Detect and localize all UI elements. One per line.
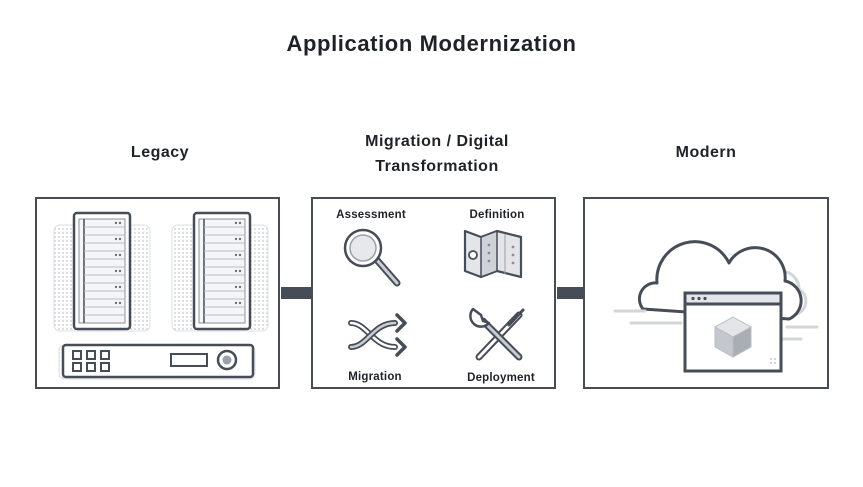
migration-steps-illustration	[343, 228, 525, 361]
migration-panel: Assessment Definition Migration Deployme…	[311, 197, 556, 389]
shuffle-arrows-icon	[348, 313, 407, 357]
migration-label: Migration / Digital Transformation	[320, 129, 554, 179]
step-migration-label: Migration	[348, 371, 402, 383]
app-window-icon	[683, 291, 783, 373]
window-corner-dots-icon	[770, 358, 776, 364]
cube-icon	[713, 316, 753, 358]
migration-label-line2: Transformation	[375, 158, 499, 175]
migration-label-line1: Migration / Digital	[365, 133, 509, 150]
rack-server-icon	[58, 343, 256, 380]
tools-icon	[469, 307, 525, 361]
modern-cloud-illustration	[613, 240, 819, 373]
magnifier-icon	[343, 228, 401, 287]
server-tower-icon	[171, 211, 269, 332]
server-tower-icon	[53, 211, 151, 332]
modern-label: Modern	[675, 144, 737, 161]
step-assessment-label: Assessment	[336, 209, 406, 221]
map-icon	[463, 229, 523, 279]
step-definition-label: Definition	[469, 209, 525, 221]
step-deployment-label: Deployment	[467, 372, 535, 384]
diagram-title: Application Modernization	[286, 31, 577, 56]
legacy-label: Legacy	[130, 144, 190, 161]
legacy-panel	[35, 197, 280, 389]
legacy-servers-illustration	[53, 211, 269, 380]
modern-panel	[583, 197, 829, 389]
